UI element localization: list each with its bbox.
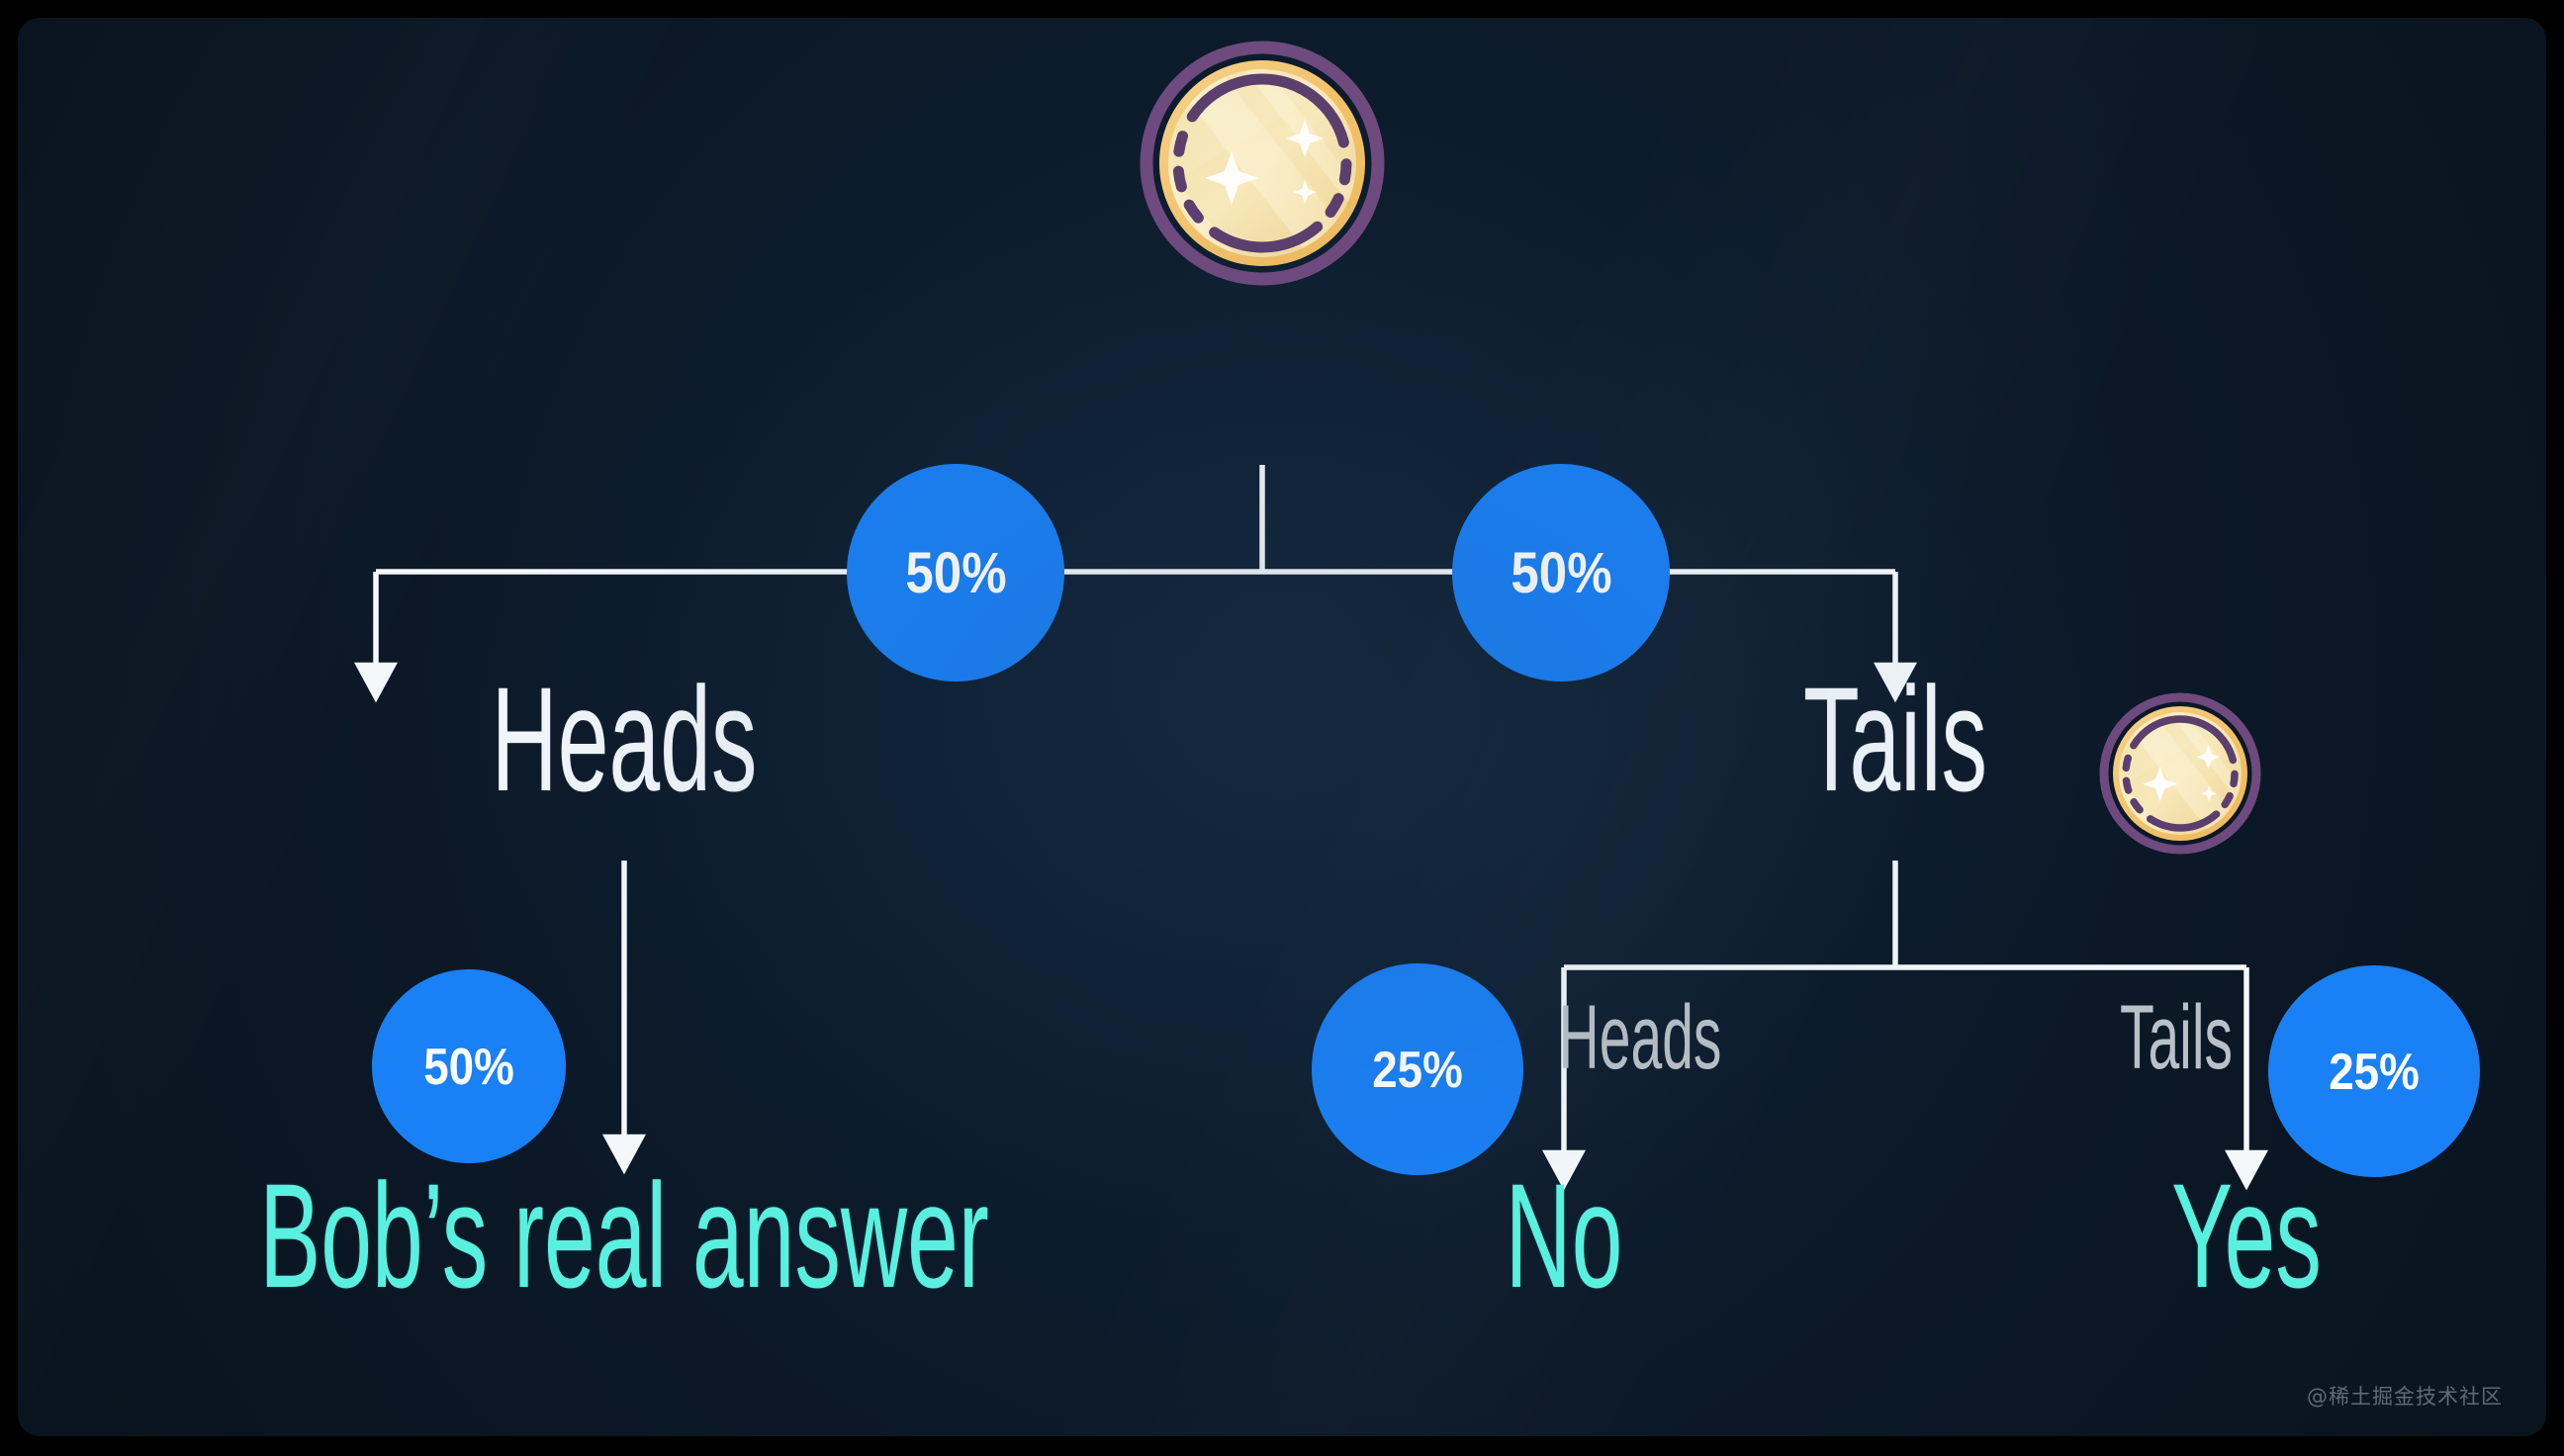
gold-coin-icon: [1140, 41, 1385, 286]
coin-dashed-ring: [1172, 73, 1352, 253]
sparkle-icon: [2196, 745, 2221, 770]
node-label-bobs-answer: Bob’s real answer: [259, 1152, 989, 1319]
sparkle-icon: [2143, 767, 2178, 802]
probability-badge-heads[interactable]: [847, 464, 1064, 682]
sparkle-icon: [1205, 151, 1258, 205]
probability-badge-no[interactable]: [1312, 963, 1523, 1175]
probability-badge-bobs-answer[interactable]: [372, 969, 566, 1163]
node-label-heads: Heads: [491, 656, 758, 822]
probability-badge-yes[interactable]: [2268, 965, 2480, 1177]
sparkle-icon: [2201, 785, 2218, 802]
probability-badge-tails[interactable]: [1452, 464, 1670, 682]
probability-label-heads: 50%: [905, 541, 1007, 605]
probability-label-yes: 25%: [2329, 1044, 2420, 1101]
coin-dashed-ring: [2122, 715, 2239, 832]
probability-label-bobs-answer: 50%: [423, 1039, 514, 1096]
node-label-no: No: [1505, 1152, 1623, 1319]
diagram-panel: 50% 50% 50% 25% 25% Heads Tails Bob’s re…: [18, 18, 2546, 1436]
gold-coin-icon-small: [2099, 692, 2261, 855]
edge-label-second-heads: Heads: [1558, 987, 1722, 1088]
probability-label-tails: 50%: [1511, 541, 1612, 605]
sparkle-icon: [1293, 180, 1318, 205]
watermark: @稀土掘金技术社区: [2307, 1385, 2503, 1409]
probability-label-no: 25%: [1372, 1042, 1463, 1099]
node-label-tails: Tails: [1802, 656, 1988, 822]
tree-connectors: [354, 41, 2480, 1191]
edge-label-second-tails: Tails: [2119, 987, 2234, 1088]
node-label-yes: Yes: [2171, 1152, 2322, 1319]
sparkle-icon: [1286, 120, 1324, 157]
